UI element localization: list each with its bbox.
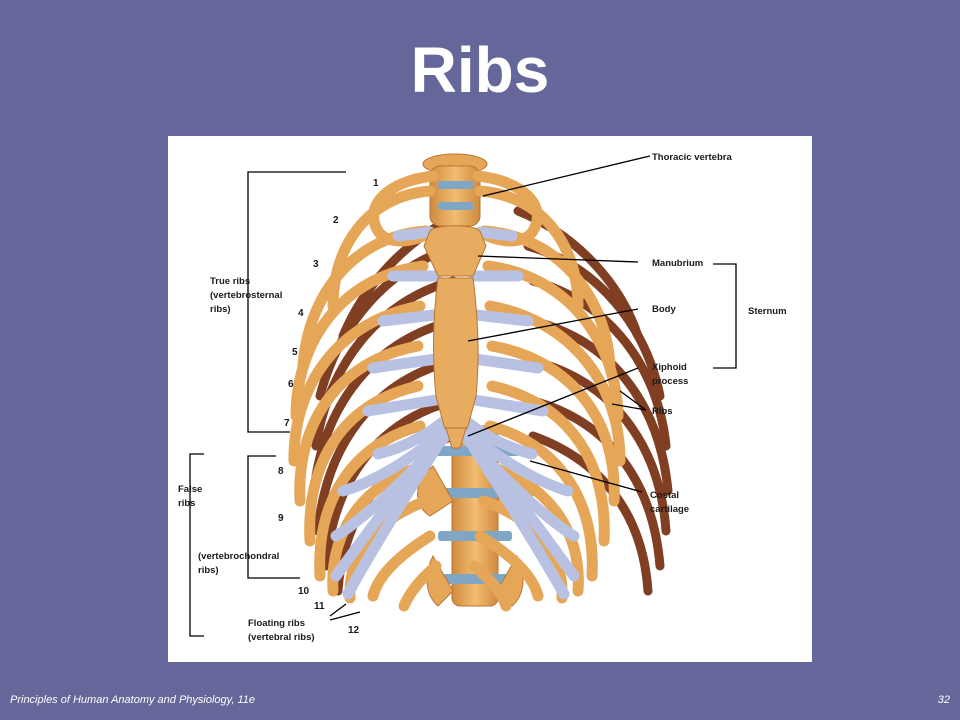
label-floating-line1: Floating ribs xyxy=(248,618,305,629)
label-manubrium: Manubrium xyxy=(652,258,703,269)
rib-number-8: 8 xyxy=(278,466,284,477)
rib-number-9: 9 xyxy=(278,513,284,524)
label-true-ribs-line1: True ribs xyxy=(210,276,250,287)
rib-number-12: 12 xyxy=(348,625,360,636)
label-xiphoid-line2: process xyxy=(652,376,688,387)
label-true-ribs-line2: (vertebrosternal xyxy=(210,290,282,301)
sternum xyxy=(423,225,487,449)
label-false-ribs-line2: ribs xyxy=(178,498,195,509)
label-true-ribs-line3: ribs) xyxy=(210,304,231,315)
label-sternum: Sternum xyxy=(748,306,787,317)
label-ribs: Ribs xyxy=(652,406,673,417)
label-xiphoid-line1: Xiphoid xyxy=(652,362,687,373)
rib-number-4: 4 xyxy=(298,308,304,319)
right-labels: Thoracic vertebra Manubrium Body Sternum… xyxy=(467,152,787,515)
rib-number-11: 11 xyxy=(314,601,325,612)
sternum-body-shape xyxy=(433,277,479,434)
label-thoracic-vertebra: Thoracic vertebra xyxy=(652,152,732,163)
rib-number-1: 1 xyxy=(373,178,379,189)
label-body: Body xyxy=(652,304,676,315)
rib-number-7: 7 xyxy=(284,418,290,429)
rib-number-10: 10 xyxy=(298,586,310,597)
rib-number-2: 2 xyxy=(333,215,339,226)
label-floating-line2: (vertebral ribs) xyxy=(248,632,315,643)
left-labels: True ribs (vertebrosternal ribs) False r… xyxy=(178,171,361,643)
label-costal-line2: cartilage xyxy=(650,504,689,515)
rib-cage-figure: Thoracic vertebra Manubrium Body Sternum… xyxy=(168,136,812,662)
footer-book-title: Principles of Human Anatomy and Physiolo… xyxy=(10,694,255,706)
rib-number-3: 3 xyxy=(313,259,319,270)
label-vertebrochondral-line1: (vertebrochondral xyxy=(198,551,279,562)
costal-cartilages xyxy=(330,226,580,600)
label-costal-line1: Costal xyxy=(650,490,679,501)
xiphoid-shape xyxy=(445,427,467,449)
page-number: 32 xyxy=(937,694,950,706)
rib-number-6: 6 xyxy=(288,379,294,390)
rib-number-5: 5 xyxy=(292,347,298,358)
manubrium-shape xyxy=(423,225,487,277)
label-vertebrochondral-line2: ribs) xyxy=(198,565,219,576)
rib-cage-diagram: Thoracic vertebra Manubrium Body Sternum… xyxy=(178,152,787,643)
slide-title: Ribs xyxy=(410,34,550,106)
label-false-ribs-line1: False xyxy=(178,484,202,495)
rib-numbers: 1 2 3 4 5 6 7 8 9 10 11 12 xyxy=(278,178,379,636)
